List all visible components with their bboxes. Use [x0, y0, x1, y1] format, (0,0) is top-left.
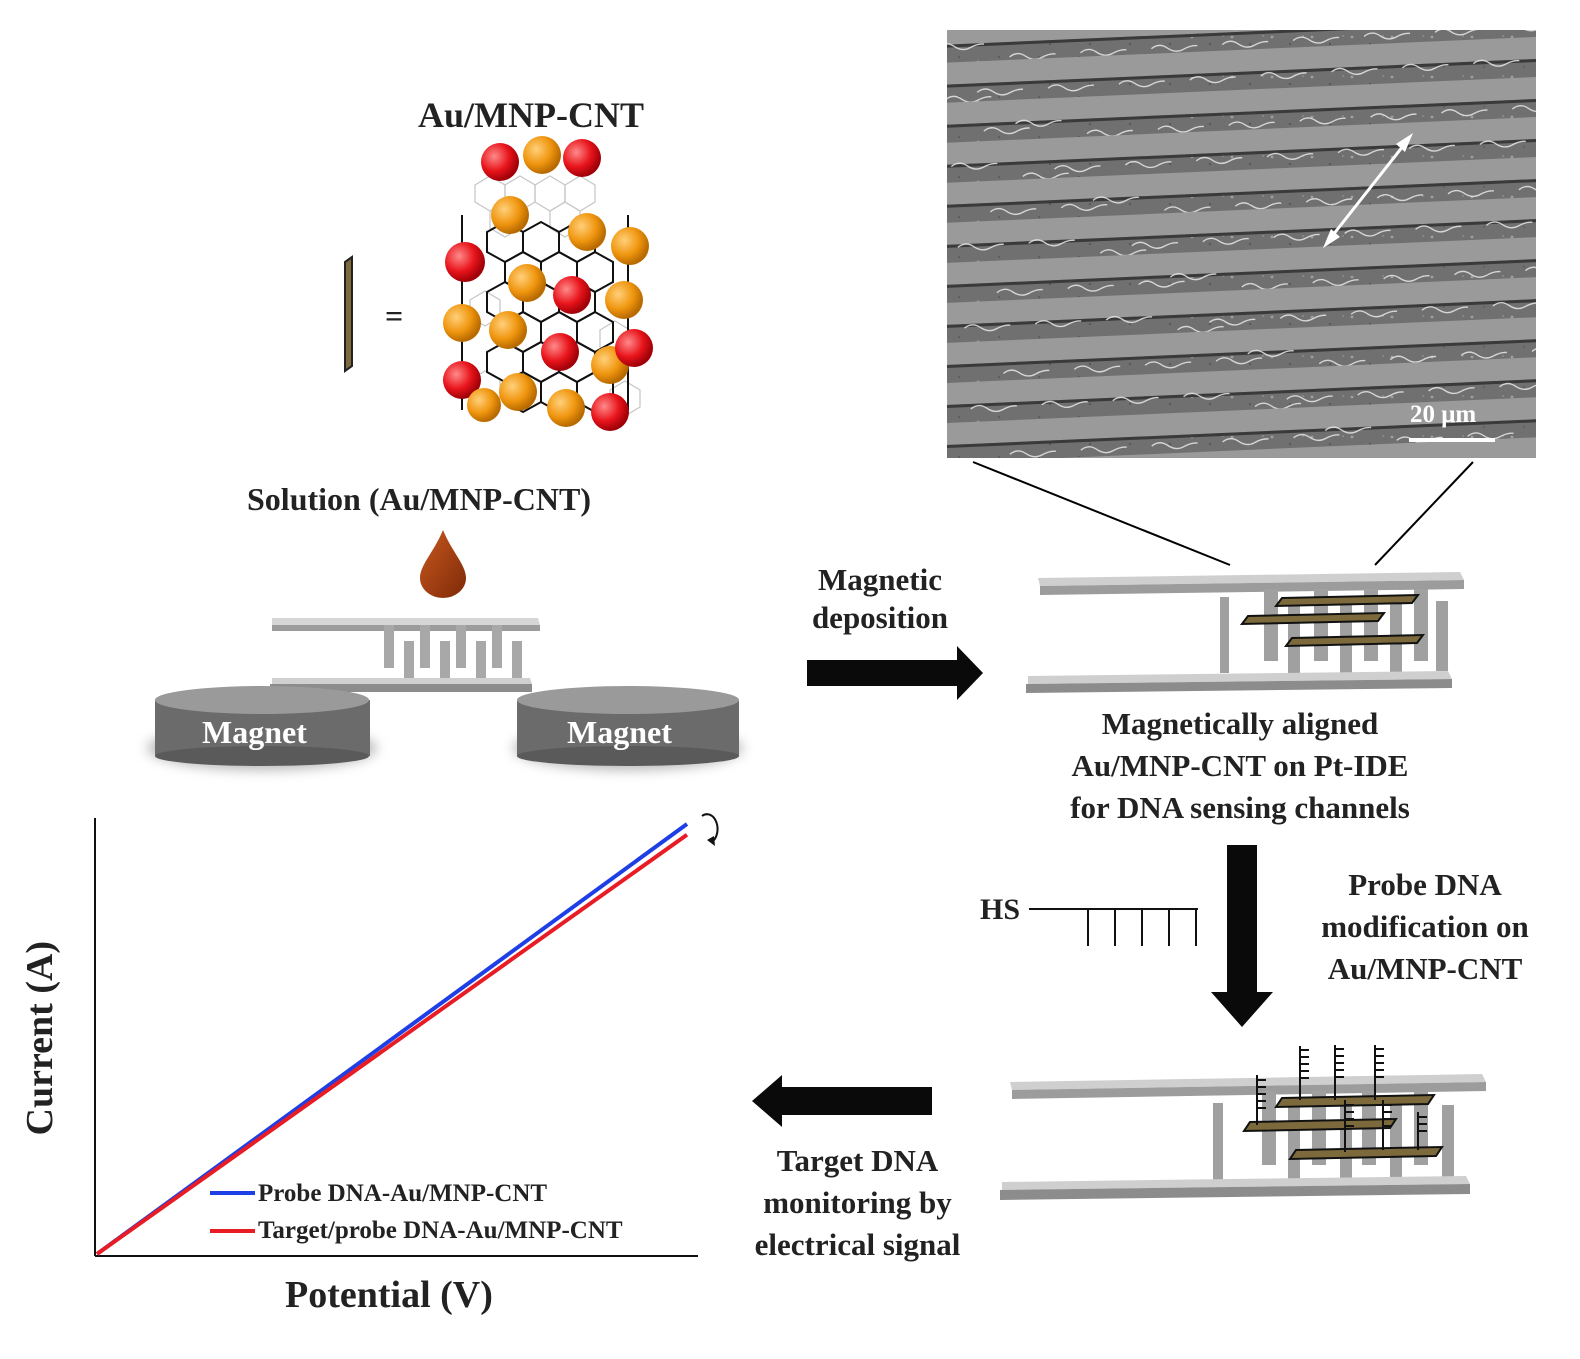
- scale-bar-label: 20 μm: [1410, 401, 1477, 428]
- aligned-caption: Magnetically aligned Au/MNP-CNT on Pt-ID…: [1020, 703, 1460, 829]
- step2-line2: modification on: [1321, 909, 1529, 945]
- legend-label-probe: Probe DNA-Au/MNP-CNT: [258, 1180, 548, 1207]
- magnet-right-label: Magnet: [567, 714, 672, 750]
- series-line-target: [95, 833, 689, 1256]
- step-magnetic-deposition: Magnetic deposition: [790, 561, 970, 637]
- aligned-line1: Magnetically aligned: [1101, 706, 1379, 741]
- aligned-line3: for DNA sensing channels: [1070, 790, 1410, 826]
- electrode-chip-initial: [270, 618, 540, 692]
- solution-label: Solution (Au/MNP-CNT): [247, 481, 592, 517]
- chart-y-axis-label: Current (A): [18, 940, 61, 1136]
- magnet-left-label: Magnet: [202, 714, 307, 750]
- arrow-left-target-monitoring: [752, 1075, 932, 1127]
- aligned-line2: Au/MNP-CNT on Pt-IDE: [1071, 748, 1409, 784]
- step1-line2: deposition: [811, 599, 949, 635]
- sem-micrograph: [947, 30, 1536, 458]
- step3-line3: electrical signal: [754, 1227, 961, 1263]
- magnet-right: [513, 686, 743, 770]
- step2-line1: Probe DNA: [1348, 867, 1502, 902]
- legend-label-target: Target/probe DNA-Au/MNP-CNT: [258, 1217, 623, 1244]
- iv-chart: [94, 813, 719, 1257]
- electrode-chip-aligned: [1026, 572, 1464, 693]
- electrode-chip-dna: [1000, 1045, 1486, 1200]
- droplet-icon: [420, 530, 466, 598]
- step3-line1: Target DNA: [776, 1143, 939, 1178]
- chart-x-axis-label: Potential (V): [285, 1274, 493, 1316]
- nanotube-illustration: [443, 136, 653, 431]
- rotation-arrow-icon: [701, 813, 719, 843]
- cnt-rod-symbol: [344, 255, 353, 373]
- step-probe-modification: Probe DNA modification on Au/MNP-CNT: [1295, 864, 1555, 990]
- step1-line1: Magnetic: [818, 562, 942, 597]
- composite-title: Au/MNP-CNT: [418, 95, 644, 135]
- arrow-right-magnetic-deposition: [807, 646, 983, 700]
- thiol-label: HS: [980, 893, 1021, 926]
- arrow-down-probe-modification: [1211, 845, 1273, 1027]
- step3-line2: monitoring by: [763, 1185, 952, 1221]
- magnet-left: [147, 686, 377, 770]
- step2-line3: Au/MNP-CNT: [1327, 951, 1523, 987]
- step-target-monitoring: Target DNA monitoring by electrical sign…: [725, 1140, 990, 1266]
- probe-dna-icon: [1029, 908, 1198, 946]
- equals-sign: =: [385, 298, 404, 334]
